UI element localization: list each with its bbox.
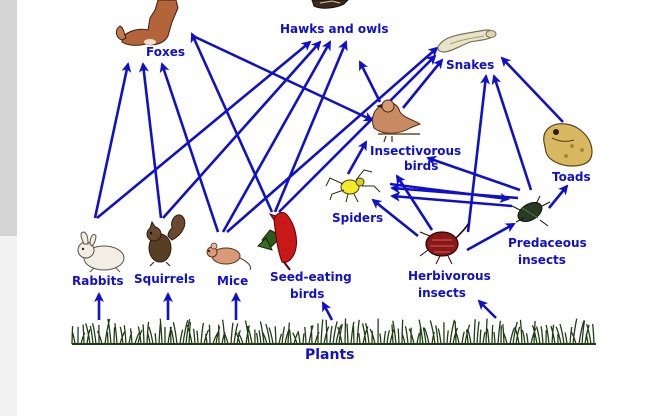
label-toads: Toads <box>552 170 591 184</box>
spider-icon <box>325 169 381 203</box>
arrow-foxes-region-snakes <box>192 34 374 122</box>
label-seed-eating-birds-line-1: Seed-eating <box>270 270 352 284</box>
arrow-mice-foxes <box>159 62 220 233</box>
arrow-predaceous-insects-spiders-1 <box>390 183 519 200</box>
label-snakes: Snakes <box>446 58 494 72</box>
label-spiders: Spiders <box>332 211 383 225</box>
bird-icon <box>371 99 422 143</box>
label-insectivorous-birds-line-2: birds <box>404 159 438 173</box>
arrow-seed-birds-foxes <box>190 32 274 213</box>
grass-blades <box>71 318 595 345</box>
arrow-toads-snakes <box>500 56 564 123</box>
mouse-icon <box>206 242 251 271</box>
arrow-mice-hawks <box>221 40 332 233</box>
label-predaceous-insects-line-2: insects <box>518 253 566 267</box>
toad-icon <box>543 123 593 167</box>
label-insectivorous-birds-line-1: Insectivorous <box>370 144 461 158</box>
arrow-predaceous-insects-insectivorous-birds <box>426 155 521 192</box>
label-rabbits: Rabbits <box>72 274 124 288</box>
arrow-herbivorous-insects-insectivorous-birds <box>395 174 434 231</box>
squirrel-icon <box>146 214 186 267</box>
grass-icon <box>71 318 596 345</box>
arrow-predaceous-insects-spiders-2 <box>390 191 513 208</box>
arrow-rabbits-hawks <box>96 40 312 220</box>
arrow-herbivorous-insects-spiders <box>371 198 419 238</box>
arrow-rabbits-foxes <box>93 62 132 219</box>
arrow-predaceous-insects-toads <box>547 184 569 209</box>
arrow-seed-birds-hawks <box>273 40 348 213</box>
label-predaceous-insects-line-1: Predaceous <box>508 236 587 250</box>
arrow-plants-herbivorous-insects <box>477 299 497 319</box>
feeding-arrows <box>93 32 569 321</box>
left-gutter-lower <box>0 236 17 416</box>
label-seed-eating-birds-line-2: birds <box>290 287 324 301</box>
hawk-icon <box>311 0 349 9</box>
arrow-squirrels-foxes <box>138 62 163 219</box>
cardinal-icon <box>257 212 297 271</box>
weevil-icon <box>419 223 469 265</box>
label-hawks-and-owls: Hawks and owls <box>280 22 389 36</box>
label-herbivorous-insects-line-2: insects <box>418 286 466 300</box>
arrow-mice-snakes <box>226 46 439 233</box>
snake-icon <box>437 29 497 53</box>
arrow-insectivorous-birds-snakes <box>401 58 444 109</box>
arrow-spiders-insectivorous-birds <box>346 140 368 175</box>
beetle-icon <box>511 195 551 227</box>
arrow-squirrels-hawks <box>162 40 322 219</box>
arrow-seed-birds-snakes <box>278 54 437 213</box>
label-squirrels: Squirrels <box>134 272 195 286</box>
arrow-herbivorous-insects-predaceous-insects <box>466 222 516 252</box>
arrow-plants-seed-birds <box>321 301 334 321</box>
arrow-herbivorous-insects-snakes <box>466 74 491 233</box>
arrow-insectivorous-birds-hawks <box>358 60 382 103</box>
label-herbivorous-insects-line-1: Herbivorous <box>408 269 491 283</box>
rabbit-icon <box>77 231 125 273</box>
fox-icon <box>115 0 179 46</box>
label-plants: Plants <box>305 347 355 363</box>
label-mice: Mice <box>217 274 248 288</box>
arrow-predaceous-insects-snakes <box>491 74 533 191</box>
left-gutter <box>0 0 17 236</box>
label-foxes: Foxes <box>146 45 185 59</box>
